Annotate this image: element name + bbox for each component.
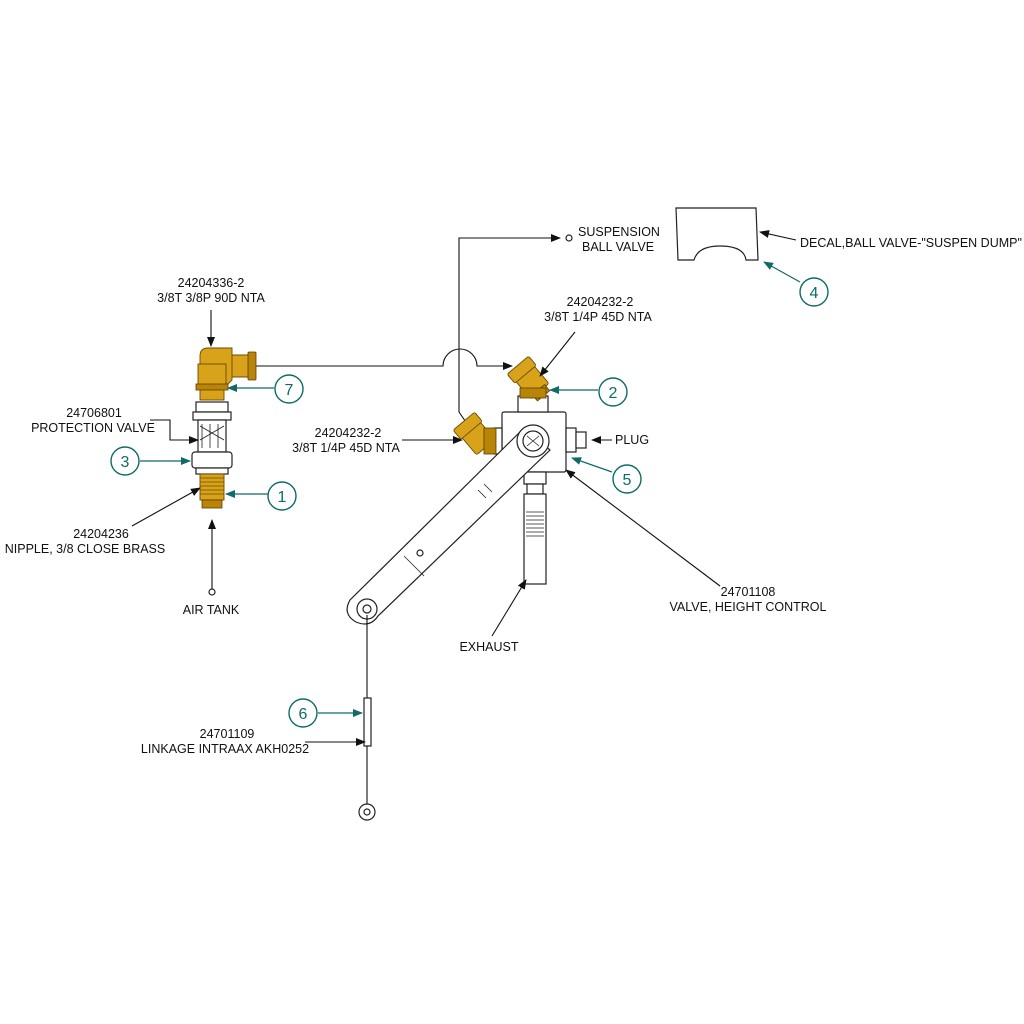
label-exhaust: EXHAUST bbox=[459, 640, 518, 654]
label-decal: DECAL,BALL VALVE-"SUSPEN DUMP" bbox=[800, 236, 1022, 250]
fitting-top-nut bbox=[519, 387, 547, 399]
balloon-6: 6 bbox=[288, 698, 318, 728]
leader-decal bbox=[759, 230, 797, 241]
label-plug: PLUG bbox=[615, 433, 649, 447]
svg-text:1: 1 bbox=[278, 489, 287, 506]
label-air-tank: AIR TANK bbox=[183, 603, 240, 617]
svg-text:7: 7 bbox=[285, 382, 294, 399]
air-tank-port-dot bbox=[208, 588, 216, 596]
balloon-2: 2 bbox=[598, 377, 628, 407]
balloon-4-leader bbox=[763, 261, 801, 283]
label-hcv-pn: 24701108 bbox=[721, 585, 776, 599]
label-elbow-desc: 3/8T 3/8P 90D NTA bbox=[157, 291, 265, 305]
balloon-7: 7 bbox=[274, 374, 304, 404]
balloon-5-leader bbox=[571, 457, 613, 473]
elbow-fitting bbox=[195, 347, 257, 401]
label-suspension-line2: BALL VALVE bbox=[582, 240, 654, 254]
air-line-to-suspension bbox=[458, 234, 561, 429]
nipple-brass bbox=[199, 473, 225, 509]
leader-protection-valve bbox=[150, 419, 199, 444]
label-elbow-pn: 24204336-2 bbox=[178, 276, 245, 290]
label-fitting-top-pn: 24204232-2 bbox=[567, 295, 634, 309]
leader-exhaust bbox=[491, 579, 527, 637]
leader-fitting-top bbox=[539, 331, 576, 377]
label-fitting-top-desc: 3/8T 1/4P 45D NTA bbox=[544, 310, 652, 324]
svg-text:4: 4 bbox=[810, 285, 819, 302]
linkage-rod bbox=[358, 615, 376, 821]
label-hcv-desc: VALVE, HEIGHT CONTROL bbox=[670, 600, 827, 614]
label-protection-desc: PROTECTION VALVE bbox=[31, 421, 155, 435]
label-linkage-pn: 24701109 bbox=[200, 727, 255, 741]
balloon-3: 3 bbox=[110, 446, 140, 476]
protection-valve-body bbox=[191, 401, 233, 475]
svg-text:6: 6 bbox=[299, 706, 308, 723]
leader-nipple bbox=[131, 487, 201, 527]
protection-valve-assembly bbox=[191, 347, 257, 509]
balloon-1: 1 bbox=[267, 481, 297, 511]
svg-text:2: 2 bbox=[609, 385, 618, 402]
svg-text:5: 5 bbox=[623, 472, 632, 489]
fitting-left-nut bbox=[483, 427, 497, 455]
label-linkage-desc: LINKAGE INTRAAX AKH0252 bbox=[141, 742, 309, 756]
label-protection-pn: 24706801 bbox=[66, 406, 122, 420]
leader-height-control-valve bbox=[565, 469, 721, 587]
label-fitting-left-pn: 24204232-2 bbox=[315, 426, 382, 440]
label-nipple-desc: NIPPLE, 3/8 CLOSE BRASS bbox=[5, 542, 166, 556]
suspension-port-dot bbox=[565, 234, 573, 242]
label-suspension-line1: SUSPENSION bbox=[578, 225, 660, 239]
balloon-4: 4 bbox=[799, 277, 829, 307]
label-nipple-pn: 24204236 bbox=[73, 527, 129, 541]
lever-arm bbox=[346, 424, 551, 625]
label-fitting-left-desc: 3/8T 1/4P 45D NTA bbox=[292, 441, 400, 455]
decal-shape bbox=[675, 207, 759, 261]
balloon-5: 5 bbox=[612, 464, 642, 494]
svg-text:3: 3 bbox=[121, 454, 130, 471]
air-line-elbow-to-valve bbox=[252, 348, 513, 370]
